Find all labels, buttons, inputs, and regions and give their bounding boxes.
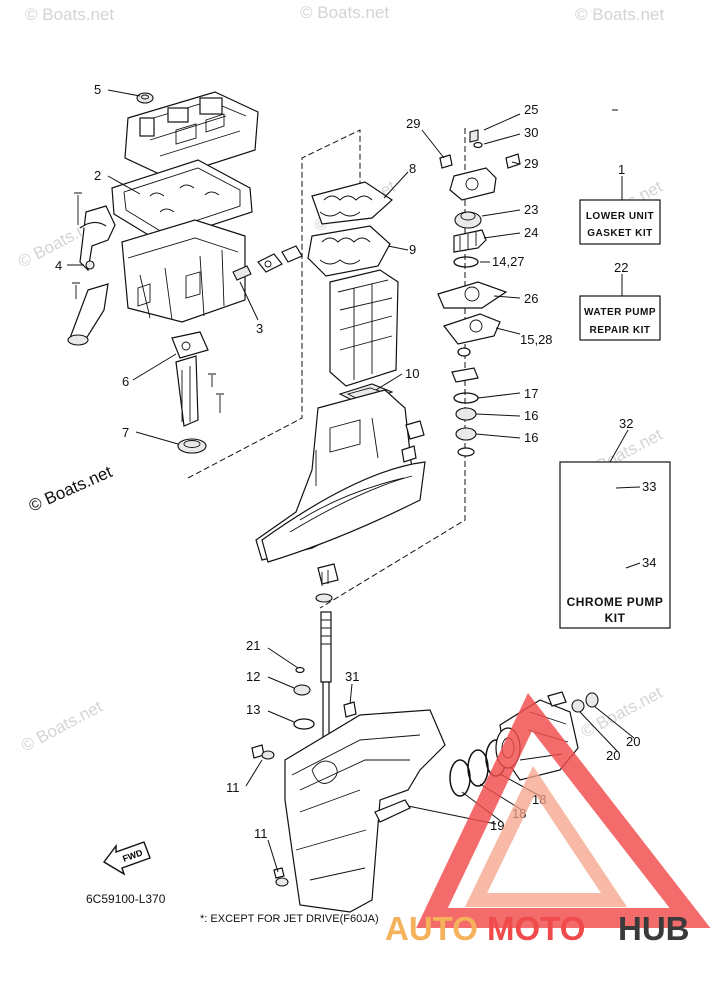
kit-label-line1: LOWER UNIT — [586, 211, 654, 222]
callout-17: 17 — [524, 386, 538, 401]
center-gasket-assembly — [307, 181, 399, 387]
kit-label-line1: CHROME PUMP — [567, 595, 664, 609]
callout-5: 5 — [94, 82, 101, 97]
callout-16: 16 — [524, 430, 538, 445]
callout-14-27: 14,27 — [492, 254, 525, 269]
callout-31: 31 — [345, 669, 359, 684]
leader-lines — [67, 89, 641, 873]
callout-3: 3 — [256, 321, 263, 336]
callout-29: 29 — [524, 156, 538, 171]
diagram-code: 6C59100-L370 — [86, 892, 166, 906]
callout-20: 20 — [626, 734, 640, 749]
callout-4: 4 — [55, 258, 62, 273]
callout-25: 25 — [524, 102, 538, 117]
logo-triangle-icon — [416, 693, 711, 928]
water-pump-parts — [437, 129, 521, 457]
forward-arrow: FWD — [102, 841, 151, 876]
callout-11: 11 — [254, 826, 268, 841]
callout-8: 8 — [409, 161, 416, 176]
callout-33: 33 — [642, 479, 656, 494]
callout-32: 32 — [619, 416, 633, 431]
callout-16: 16 — [524, 408, 538, 423]
callout-26: 26 — [524, 291, 538, 306]
watermark-text: © Boats.net — [25, 5, 114, 24]
callout-24: 24 — [524, 225, 538, 240]
automotohub-logo: AUTO MOTO HUB — [385, 693, 711, 947]
callout-6: 6 — [122, 374, 129, 389]
callout-11: 11 — [226, 780, 240, 795]
logo-word-part1: AUTO — [385, 910, 478, 947]
footnote: *: EXCEPT FOR JET DRIVE(F60JA) — [200, 913, 379, 925]
seal-washer — [136, 92, 154, 104]
callout-2: 2 — [94, 168, 101, 183]
callout-34: 34 — [642, 555, 656, 570]
kit-label-line2: KIT — [605, 611, 626, 625]
chrome-pump-kit-box: CHROME PUMP KIT — [559, 461, 671, 629]
kit-label-line1: WATER PUMP — [584, 307, 656, 318]
callout-12: 12 — [246, 669, 260, 684]
callout-labels: 5 2 4 3 6 7 8 9 10 29 25 30 29 23 24 14,… — [55, 82, 656, 841]
logo-word-part3: HUB — [618, 910, 690, 947]
oil-seal — [177, 438, 207, 454]
lower-housing-assembly — [255, 383, 426, 603]
watermark-text: © Boats.net — [575, 5, 664, 24]
callout-19: 19 — [490, 818, 504, 833]
callout-13: 13 — [246, 702, 260, 717]
callout-10: 10 — [405, 366, 419, 381]
watermark-text: © Boats.net — [18, 697, 106, 756]
callout-29: 29 — [406, 116, 420, 131]
watermark-text: © Boats.net — [300, 3, 389, 22]
callout-21: 21 — [246, 638, 260, 653]
lower-unit-gasket-kit-box: LOWER UNIT GASKET KIT — [579, 199, 661, 245]
callout-20: 20 — [606, 748, 620, 763]
callout-9: 9 — [409, 242, 416, 257]
callout-22: 22 — [614, 260, 628, 275]
water-pump-repair-kit-box: WATER PUMP REPAIR KIT — [579, 295, 661, 341]
upper-casing-assembly — [67, 91, 303, 346]
kit-label-line2: REPAIR KIT — [590, 325, 651, 336]
callout-15-28: 15,28 — [520, 332, 553, 347]
logo-word-part2: MOTO — [487, 910, 585, 947]
watermark-text: © Boats.net — [578, 683, 666, 742]
lower-seal-assembly — [171, 331, 224, 454]
copyright-watermark: © Boats.net — [26, 462, 115, 516]
kit-label-line2: GASKET KIT — [587, 228, 653, 239]
callout-23: 23 — [524, 202, 538, 217]
callout-30: 30 — [524, 125, 538, 140]
callout-7: 7 — [122, 425, 129, 440]
gear-case-assembly — [251, 611, 446, 913]
callout-1: 1 — [618, 162, 625, 177]
